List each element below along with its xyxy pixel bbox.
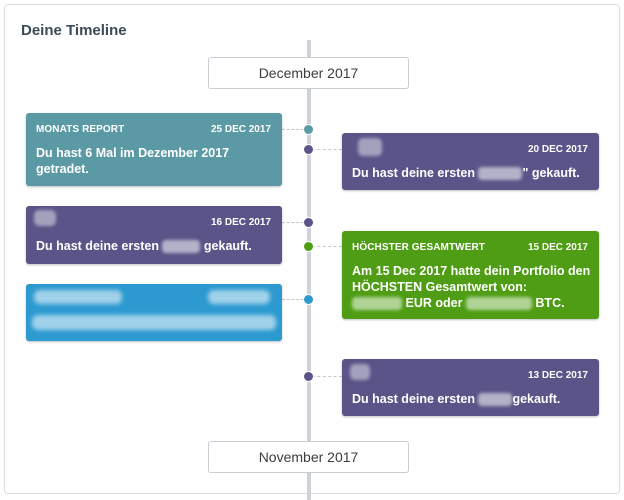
card-message: Am 15 Dec 2017 hatte dein Portfolio den … [352,263,597,311]
redacted-eur-value [352,297,402,311]
timeline-dot [303,217,314,228]
timeline-dot [303,294,314,305]
hoechster-gesamtwert-card[interactable]: HÖCHSTER GESAMTWERT 15 DEC 2017 Am 15 De… [342,231,599,319]
card-date: 13 DEC 2017 [527,370,588,381]
redacted-asset-avatar [358,138,382,156]
card-date: 16 DEC 2017 [210,217,271,228]
redacted-asset-name [162,240,201,254]
timeline-dot [303,124,314,135]
card-date: 20 DEC 2017 [527,144,588,155]
message-suffix: " gekauft. [522,166,580,180]
panel-title: Deine Timeline [21,22,127,39]
eur-label: EUR oder [405,296,463,310]
card-date: 15 DEC 2017 [527,242,588,253]
redacted-asset-avatar [350,364,370,380]
purchase-card[interactable]: 16 DEC 2017 Du hast deine ersten gekauft… [26,206,282,264]
card-message: Du hast deine ersten gekauft. [36,238,252,254]
card-message: Du hast 6 Mal im Dezember 2017 getradet. [36,146,230,176]
connector [282,299,308,300]
redacted-asset-avatar [34,210,56,226]
connector [312,149,342,150]
message-line-2: HÖCHSTEN Gesamtwert von: [352,280,528,294]
message-prefix: Du hast deine ersten [352,166,475,180]
message-line-1: Am 15 Dec 2017 hatte dein Portfolio den [352,264,591,278]
connector [282,222,308,223]
redacted-message [32,315,276,330]
timeline-dot [303,241,314,252]
timeline-dot [303,371,314,382]
card-type-label: MONATS REPORT [36,124,125,135]
connector [312,246,342,247]
card-date: 25 DEC 2017 [210,124,271,135]
purchase-card[interactable]: 20 DEC 2017 Du hast deine ersten " gekau… [342,133,599,190]
redacted-card[interactable] [26,284,282,341]
message-prefix: Du hast deine ersten [36,239,159,253]
month-header-december: December 2017 [208,57,409,89]
message-prefix: Du hast deine ersten [352,392,475,406]
card-message: Du hast deine ersten gekauft. [352,391,560,407]
card-type-label: HÖCHSTER GESAMTWERT [352,242,486,253]
timeline-axis [307,40,311,500]
btc-label: BTC. [535,296,565,310]
redacted-type-label [34,290,122,304]
card-message: Du hast deine ersten " gekauft. [352,165,580,181]
redacted-date [208,290,270,304]
timeline-dot [303,144,314,155]
purchase-card[interactable]: 13 DEC 2017 Du hast deine ersten gekauft… [342,359,599,416]
monats-report-card[interactable]: MONATS REPORT 25 DEC 2017 Du hast 6 Mal … [26,113,282,186]
redacted-asset-name [478,393,513,407]
message-suffix: gekauft. [512,392,561,406]
message-suffix: gekauft. [203,239,252,253]
connector [282,129,308,130]
connector [312,376,342,377]
redacted-asset-name [478,167,523,181]
redacted-btc-value [465,297,532,311]
message-line-3: EUR oder BTC. [352,295,597,311]
month-header-november: November 2017 [208,441,409,473]
